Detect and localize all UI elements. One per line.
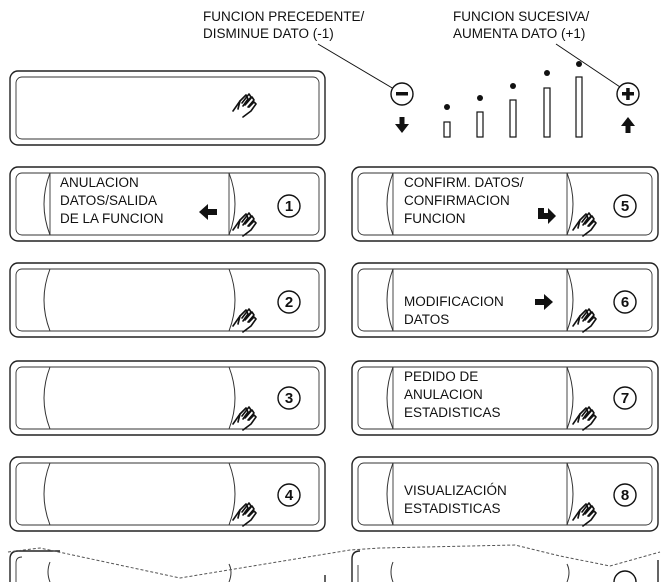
right-arrow-icon bbox=[535, 294, 553, 310]
key-8-number-circle bbox=[613, 483, 637, 507]
previous-button[interactable] bbox=[390, 82, 414, 133]
key-3-number: 3 bbox=[285, 390, 293, 407]
minus-button-icon bbox=[396, 92, 408, 96]
key-7[interactable]: PEDIDO DE ANULACION ESTADISTICAS 7 bbox=[351, 360, 659, 436]
key-1-label-line2: DATOS/SALIDA bbox=[60, 193, 157, 208]
caption-next-line1: FUNCION SUCESIVA/ bbox=[453, 9, 590, 24]
down-arrow-icon bbox=[395, 117, 409, 133]
key-4[interactable]: 4 bbox=[9, 456, 326, 532]
key-5-number: 5 bbox=[621, 198, 629, 215]
key-3-number-circle bbox=[277, 386, 301, 410]
key-5-label-line1: CONFIRM. DATOS/ bbox=[404, 175, 524, 190]
cut-off-key-row bbox=[7, 544, 661, 582]
up-arrow-icon bbox=[621, 117, 635, 133]
key-2-number-circle bbox=[277, 290, 301, 314]
key-6-number: 6 bbox=[621, 294, 629, 311]
key-1[interactable]: ANULACION DATOS/SALIDA DE LA FUNCION 1 bbox=[9, 166, 326, 242]
key-1-label-line3: DE LA FUNCION bbox=[60, 211, 164, 226]
key-5-label-line2: CONFIRMACION bbox=[404, 193, 510, 208]
leader-line-next bbox=[555, 43, 627, 92]
key-7-label-line2: ANULACION bbox=[404, 387, 483, 402]
key-8[interactable]: VISUALIZACIÓN ESTADISTICAS 8 bbox=[351, 456, 659, 532]
next-button[interactable] bbox=[616, 82, 640, 133]
key-1-label-line1: ANULACION bbox=[60, 175, 139, 190]
level-bar-3 bbox=[509, 83, 517, 138]
caption-previous-line2: DISMINUE DATO (-1) bbox=[203, 26, 334, 41]
enter-arrow-icon bbox=[538, 208, 556, 224]
level-bar-5 bbox=[575, 61, 583, 138]
key-1-number: 1 bbox=[285, 198, 293, 215]
key-7-label-line3: ESTADISTICAS bbox=[404, 405, 501, 420]
level-indicator bbox=[443, 61, 583, 138]
key-6-label-line1: MODIFICACION bbox=[404, 294, 504, 309]
leader-line-previous bbox=[317, 43, 400, 93]
break-line bbox=[7, 544, 661, 579]
key-6-number-circle bbox=[613, 290, 637, 314]
key-7-number-circle bbox=[613, 386, 637, 410]
key-3[interactable]: 3 bbox=[9, 360, 326, 436]
key-2-number: 2 bbox=[285, 294, 293, 311]
level-bar-1 bbox=[443, 104, 451, 138]
left-arrow-icon bbox=[199, 204, 217, 220]
key-8-label-line1: VISUALIZACIÓN bbox=[404, 483, 507, 498]
level-bar-4 bbox=[543, 70, 551, 138]
key-7-number: 7 bbox=[621, 390, 629, 407]
key-5-number-circle bbox=[613, 194, 637, 218]
key-6[interactable]: MODIFICACION DATOS 6 bbox=[351, 262, 659, 338]
key-4-number-circle bbox=[277, 483, 301, 507]
key-6-label-line2: DATOS bbox=[404, 312, 449, 327]
key-2[interactable]: 2 bbox=[9, 262, 326, 338]
caption-next-line2: AUMENTA DATO (+1) bbox=[453, 26, 585, 41]
key-1-number-circle bbox=[277, 194, 301, 218]
caption-previous-line1: FUNCION PRECEDENTE/ bbox=[203, 9, 365, 24]
key-8-label-line2: ESTADISTICAS bbox=[404, 501, 501, 516]
display-panel bbox=[9, 70, 326, 146]
key-5[interactable]: CONFIRM. DATOS/ CONFIRMACION FUNCION 5 bbox=[351, 166, 659, 242]
key-5-label-line3: FUNCION bbox=[404, 211, 466, 226]
key-7-label-line1: PEDIDO DE bbox=[404, 369, 478, 384]
level-bar-2 bbox=[476, 95, 484, 138]
key-4-number: 4 bbox=[285, 487, 294, 504]
key-8-number: 8 bbox=[621, 487, 629, 504]
